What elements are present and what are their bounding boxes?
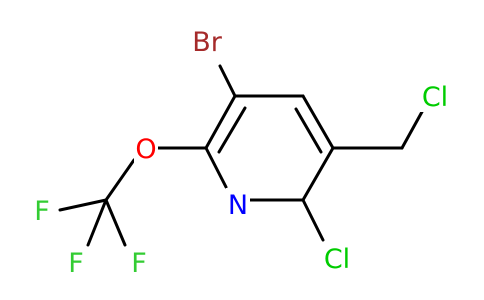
- bond-c3-br: [218, 64, 237, 98]
- atom-labels: Br O N Cl Cl F F F: [32, 24, 452, 279]
- label-background-f-bottom-left: [66, 246, 86, 278]
- label-background-cl-ring: [320, 242, 354, 274]
- bond-c3-c2: [204, 94, 237, 150]
- label-background-f-left: [32, 194, 52, 226]
- bond-c6-c5: [301, 146, 335, 202]
- atom-chlorine-ring: Cl: [324, 244, 350, 275]
- atom-fluorine-left: F: [34, 196, 50, 227]
- bond-c4-c5-inner: [294, 107, 323, 154]
- bond-group: [58, 64, 425, 247]
- bond-c6-cl: [301, 198, 325, 242]
- bond-o-cf3: [104, 158, 136, 202]
- atom-chlorine-methyl: Cl: [422, 82, 448, 113]
- label-background-br: [188, 24, 226, 58]
- label-background-o: [134, 132, 158, 164]
- atom-oxygen: O: [135, 134, 156, 165]
- bond-ch2-cl: [400, 108, 425, 150]
- label-background-n: [226, 188, 250, 220]
- bond-c4-c5: [301, 94, 335, 150]
- atom-fluorine-bottom-left: F: [68, 248, 84, 279]
- label-background-cl-methyl: [418, 80, 452, 112]
- atom-fluorine-bottom-right: F: [131, 248, 147, 279]
- bond-cf3-f-left: [58, 198, 108, 212]
- bond-c3-c2-inner: [217, 106, 247, 154]
- atom-bromine: Br: [192, 27, 223, 58]
- bond-cf3-f-bottom-left: [86, 198, 108, 247]
- label-background-f-bottom-right: [129, 246, 149, 278]
- bond-cf3-f-bottom-right: [104, 198, 127, 247]
- bond-c2-n: [204, 146, 228, 189]
- atom-nitrogen: N: [228, 190, 248, 221]
